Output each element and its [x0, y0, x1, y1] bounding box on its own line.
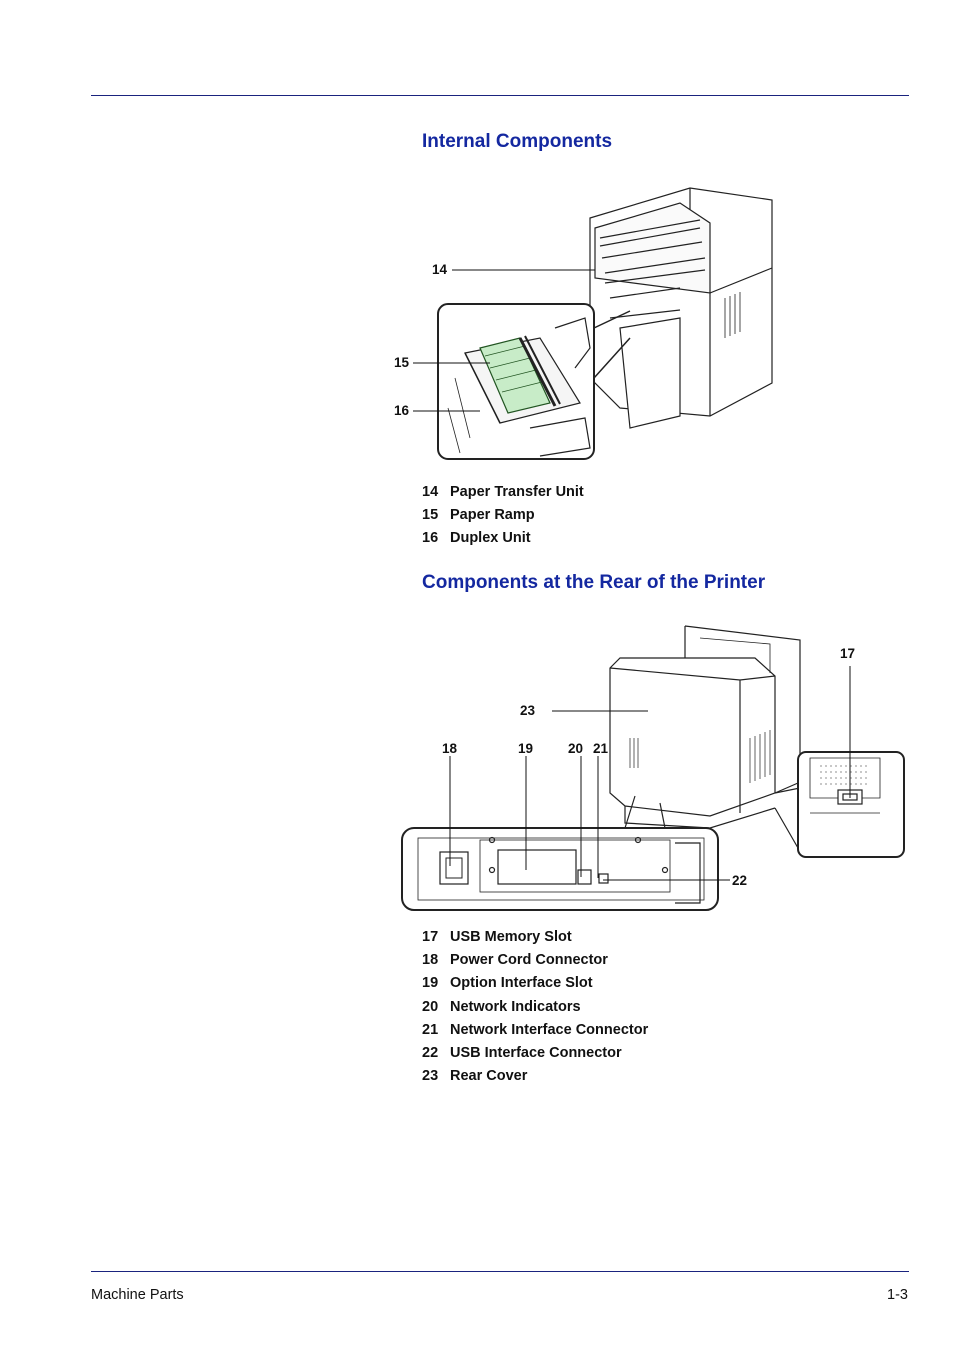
legend-item-label: USB Memory Slot — [450, 928, 572, 945]
legend-item-label: Paper Transfer Unit — [450, 483, 584, 500]
internal-components-legend: 14 Paper Transfer Unit 15 Paper Ramp 16 Dup… — [422, 480, 584, 550]
legend-item: 20 Network Indicators — [422, 995, 648, 1018]
footer-rule — [91, 1271, 909, 1272]
legend-item-number: 21 — [422, 1021, 439, 1038]
legend-item-number: 15 — [422, 506, 439, 523]
legend-item-number: 23 — [422, 1068, 439, 1085]
legend-item-number: 16 — [422, 530, 439, 547]
callout-18: 18 — [442, 741, 458, 756]
legend-item-number: 14 — [422, 483, 439, 500]
legend-item: 17 USB Memory Slot — [422, 925, 648, 948]
legend-item: 22 USB Interface Connector — [422, 1041, 648, 1064]
legend-item-label: Duplex Unit — [450, 530, 531, 547]
legend-item: 21 Network Interface Connector — [422, 1018, 648, 1041]
callout-20: 20 — [568, 741, 583, 756]
legend-item-label: Network Indicators — [450, 998, 581, 1015]
legend-item: 15 Paper Ramp — [422, 503, 584, 526]
callout-22: 22 — [732, 873, 747, 888]
legend-item: 23 Rear Cover — [422, 1065, 648, 1088]
callout-14: 14 — [432, 262, 448, 277]
section-title-rear-components: Components at the Rear of the Printer — [422, 572, 766, 593]
internal-components-illustration: 14 15 16 — [380, 178, 790, 468]
legend-item-number: 18 — [422, 951, 439, 968]
footer-section-name: Machine Parts — [91, 1287, 184, 1303]
callout-17: 17 — [840, 646, 855, 661]
legend-item: 19 Option Interface Slot — [422, 972, 648, 995]
callout-21: 21 — [593, 741, 609, 756]
internal-components-svg: 14 15 16 — [394, 187, 773, 460]
legend-item-label: Network Interface Connector — [450, 1021, 649, 1038]
legend-item-label: Rear Cover — [450, 1068, 528, 1085]
legend-item: 14 Paper Transfer Unit — [422, 480, 584, 503]
legend-item-number: 19 — [422, 975, 439, 992]
legend-item-label: USB Interface Connector — [450, 1045, 622, 1062]
callout-19: 19 — [518, 741, 533, 756]
callout-15: 15 — [394, 355, 410, 370]
legend-item: 18 Power Cord Connector — [422, 948, 648, 971]
legend-item-label: Power Cord Connector — [450, 951, 608, 968]
legend-item-label: Paper Ramp — [450, 506, 535, 523]
callout-23: 23 — [520, 703, 536, 718]
rear-components-illustration: 17 18 19 20 21 22 23 — [380, 618, 920, 918]
legend-item: 16 Duplex Unit — [422, 527, 584, 550]
legend-item-number: 22 — [422, 1045, 439, 1062]
footer-page-number: 1-3 — [887, 1287, 908, 1303]
section-title-internal-components: Internal Components — [422, 131, 613, 152]
legend-item-label: Option Interface Slot — [450, 975, 593, 992]
legend-item-number: 17 — [422, 928, 439, 945]
callout-16: 16 — [394, 403, 410, 418]
header-rule — [91, 95, 909, 96]
rear-components-legend: 17 USB Memory Slot 18 Power Cord Connector… — [422, 925, 648, 1088]
legend-item-number: 20 — [422, 998, 439, 1015]
rear-components-svg: 17 18 19 20 21 22 23 — [401, 625, 905, 911]
